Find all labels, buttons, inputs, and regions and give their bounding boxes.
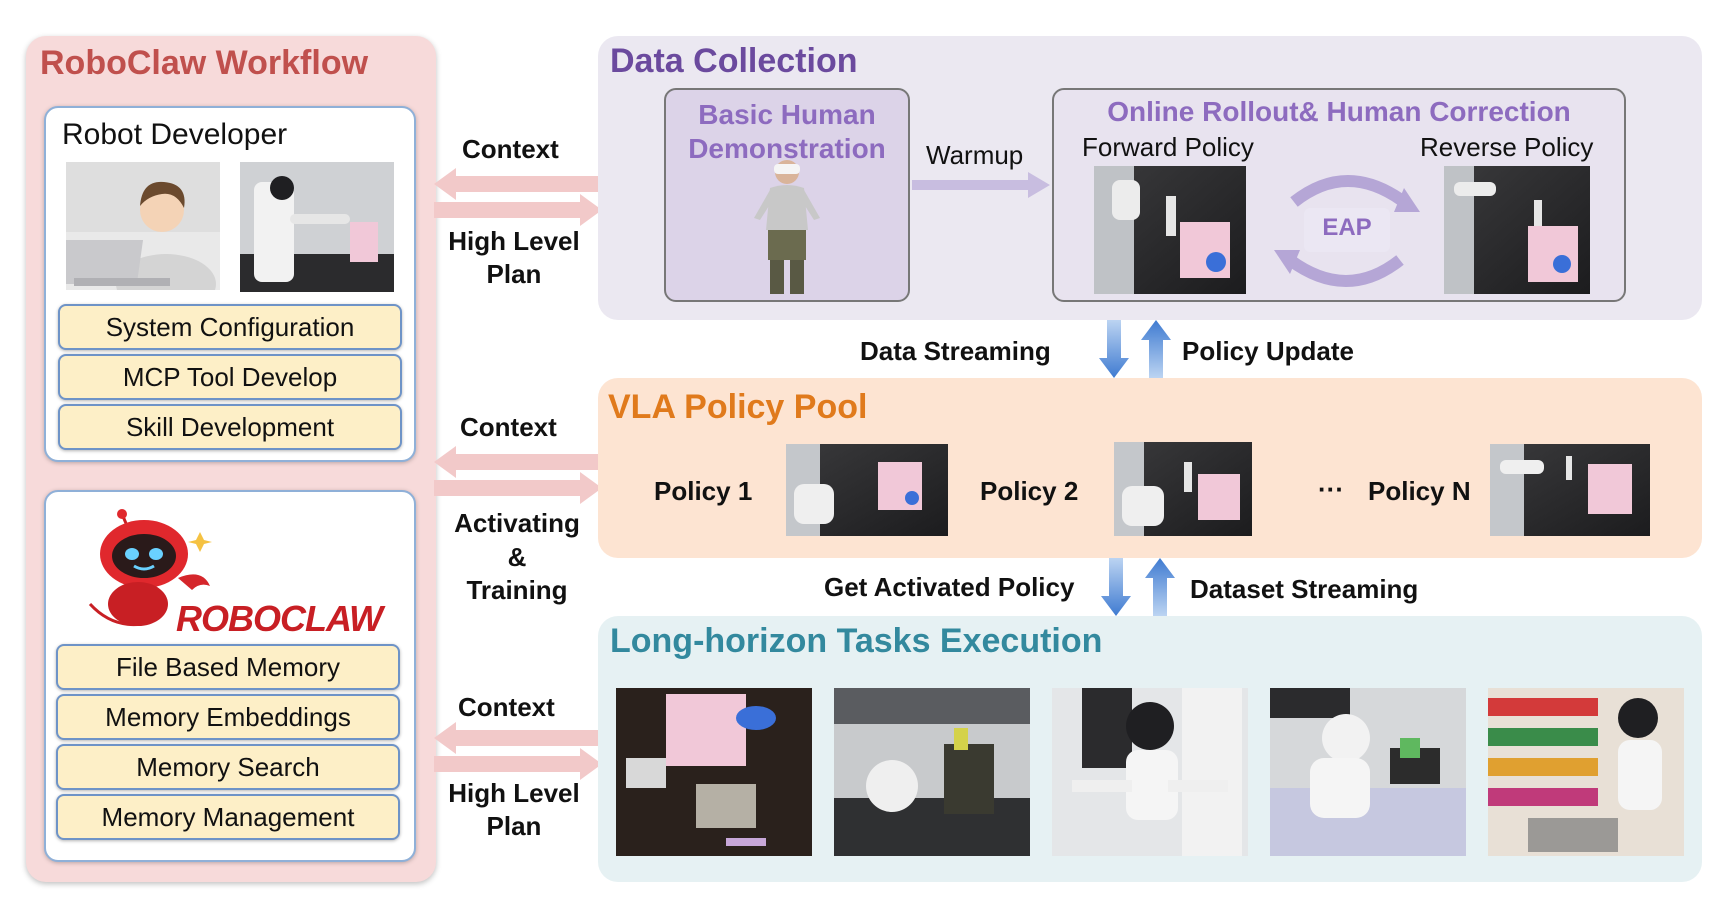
data-streaming-arrow: [1099, 320, 1129, 378]
task-photo-1: [616, 688, 812, 856]
link-bottom-plan-label-1: High Level: [448, 778, 580, 808]
link-middle-context-label: Context: [460, 412, 557, 442]
memory-item-file-based-memory: File Based Memory: [56, 644, 400, 690]
memory-item-memory-search: Memory Search: [56, 744, 400, 790]
policy-1-photo: [786, 444, 948, 536]
policy-n-photo: [1490, 444, 1650, 536]
roboclaw-mascot-icon: [82, 508, 232, 628]
eap-label: EAP: [1322, 214, 1372, 241]
link-middle-activating-label-2: &: [507, 542, 527, 572]
warmup-arrow: [912, 172, 1050, 198]
task-photo-2: [834, 688, 1030, 856]
task-photo-3: [1052, 688, 1248, 856]
task-photo-4: [1270, 688, 1466, 856]
policy-n-label: Policy N: [1368, 476, 1471, 506]
policy-2-photo: [1114, 442, 1252, 536]
demo-label-line1: Basic Human: [698, 99, 876, 130]
roboclaw-logo-text: ROBOCLAW: [176, 598, 383, 639]
arrow-right-activating-middle: [434, 472, 602, 504]
long-horizon-title: Long-horizon Tasks Execution: [610, 622, 1103, 660]
robot-developer-title: Robot Developer: [62, 118, 288, 151]
task-photo-5: [1488, 688, 1684, 856]
developer-item-mcp-tool-develop: MCP Tool Develop: [58, 354, 402, 400]
eap-cycle-icon: [1274, 175, 1420, 287]
get-activated-policy-label: Get Activated Policy: [824, 572, 1075, 602]
policy-update-arrow: [1141, 320, 1171, 378]
arrow-left-context-middle: [434, 446, 602, 478]
arrow-left-context-top: [434, 168, 602, 200]
get-activated-policy-arrow: [1101, 558, 1131, 616]
link-middle-activating-label-1: Activating: [454, 508, 580, 538]
demo-label-line2: Demonstration: [688, 133, 886, 164]
reverse-policy-label: Reverse Policy: [1420, 132, 1594, 162]
link-top-plan-label-1: High Level: [448, 226, 580, 256]
robot-photo: [240, 162, 394, 292]
forward-policy-label: Forward Policy: [1082, 132, 1254, 162]
policy-1-label: Policy 1: [654, 476, 753, 506]
data-collection-title: Data Collection: [610, 42, 858, 80]
reverse-policy-photo: [1444, 166, 1590, 294]
memory-item-memory-embeddings: Memory Embeddings: [56, 694, 400, 740]
policy-update-label: Policy Update: [1182, 336, 1354, 366]
workflow-title: RoboClaw Workflow: [40, 44, 369, 82]
developer-item-skill-development: Skill Development: [58, 404, 402, 450]
arrow-right-plan-bottom: [434, 748, 602, 780]
link-middle-activating-label-3: Training: [466, 575, 568, 605]
data-streaming-label: Data Streaming: [860, 336, 1051, 366]
arrow-left-context-bottom: [434, 722, 602, 754]
policy-2-label: Policy 2: [980, 476, 1079, 506]
memory-item-memory-management: Memory Management: [56, 794, 400, 840]
link-bottom-plan-label-2: Plan: [486, 811, 542, 841]
rollout-title: Online Rollout& Human Correction: [1107, 96, 1571, 127]
link-bottom-context-label: Context: [458, 692, 555, 722]
link-arrows: [434, 168, 602, 780]
vla-policy-pool-title: VLA Policy Pool: [608, 388, 868, 426]
policy-ellipsis: ···: [1318, 474, 1344, 504]
developer-illustration: [66, 162, 220, 290]
arrow-right-plan-top: [434, 194, 602, 226]
dataset-streaming-label: Dataset Streaming: [1190, 574, 1419, 604]
developer-item-system-configuration: System Configuration: [58, 304, 402, 350]
dataset-streaming-arrow: [1145, 558, 1175, 616]
forward-policy-photo: [1094, 166, 1246, 294]
vr-demonstrator-figure: [744, 156, 830, 296]
warmup-label: Warmup: [926, 140, 1024, 170]
link-top-context-label: Context: [462, 134, 559, 164]
link-top-plan-label-2: Plan: [486, 259, 542, 289]
